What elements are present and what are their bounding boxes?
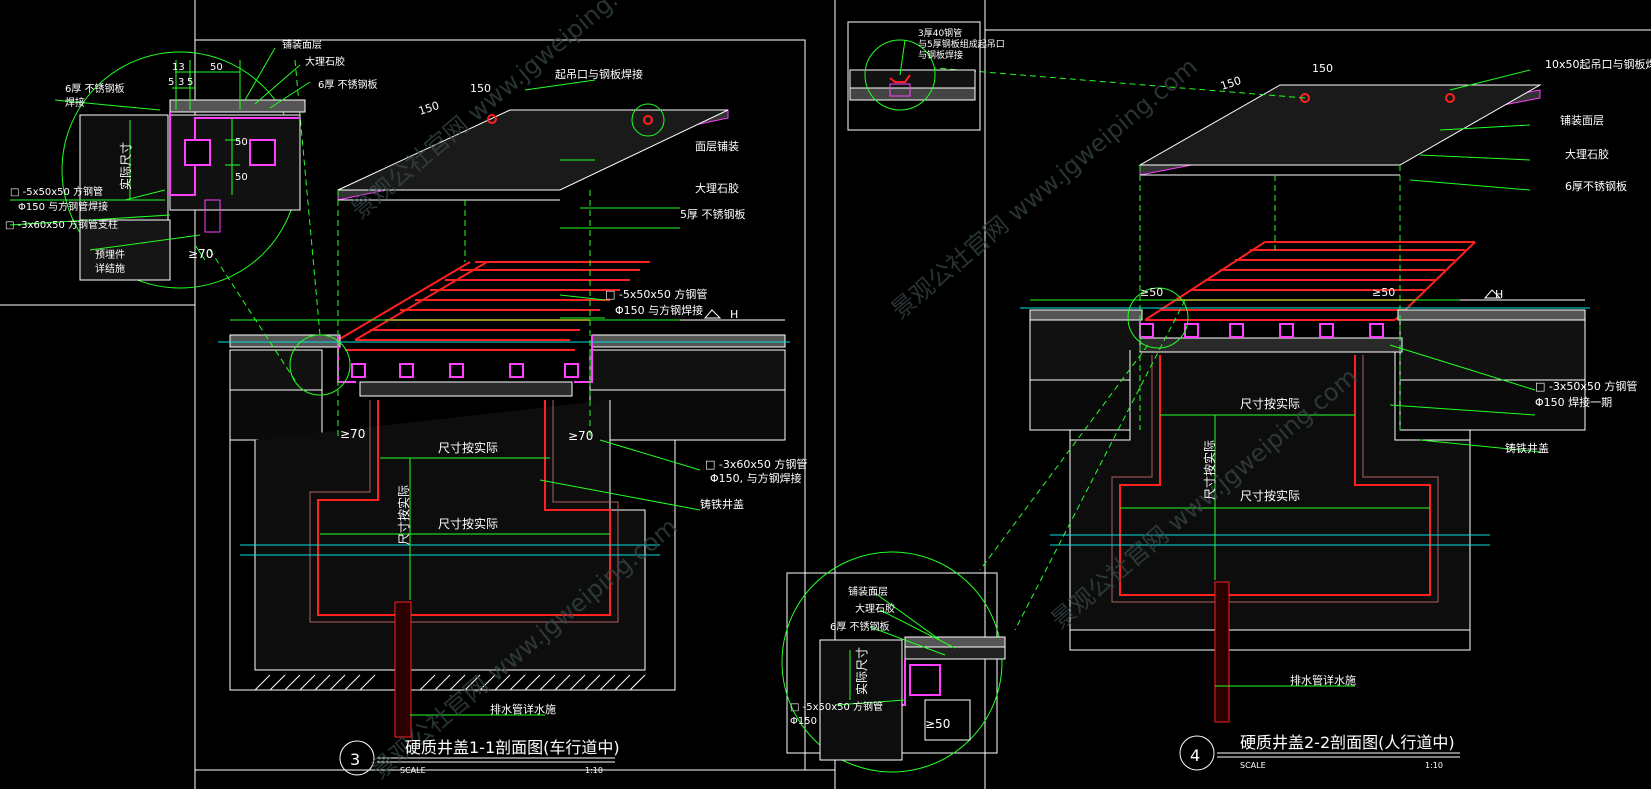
detail-label-weld-left: 焊接 xyxy=(65,96,85,109)
right-section-drawing xyxy=(934,67,1590,723)
dim-50-low: 50 xyxy=(235,172,248,183)
detail-label-tube-weld: Φ150 与方钢管焊接 xyxy=(18,200,108,213)
dim-50-mid: 50 xyxy=(235,137,248,148)
label-level-h: H xyxy=(730,308,738,321)
label-cast-iron: 铸铁井盖 xyxy=(700,497,744,511)
dim-150-r-b: 150 xyxy=(1219,74,1243,93)
left-drawing-text: 150 150 起吊口与钢板焊接 面层铺装 大理石胶 5厚 不锈钢板 □ -5x… xyxy=(340,67,807,775)
drawing-number-4: 4 xyxy=(1190,746,1200,765)
label-r-lift-hole: 10x50起吊口与钢板焊接 xyxy=(1545,57,1651,71)
scale-value-left: 1:10 xyxy=(585,766,603,775)
label-weld: Φ150 与方钢焊接 xyxy=(615,303,703,317)
right-top-detail xyxy=(847,21,981,131)
rb-label-tube-weld: Φ150 xyxy=(790,716,817,727)
right-title-block xyxy=(1179,735,1460,771)
dim-70-a: ≥70 xyxy=(340,427,365,441)
right-top-detail-text: 3厚40钢管 与5厚钢板组成起吊口 与钢板焊接 xyxy=(918,27,1005,61)
dim-70-detail: ≥70 xyxy=(188,247,213,261)
label-steel-plate: 5厚 不锈钢板 xyxy=(680,207,746,221)
label-surface: 面层铺装 xyxy=(695,140,739,153)
drawing-number-3: 3 xyxy=(350,750,360,769)
top-detail-line3: 与钢板焊接 xyxy=(918,49,963,61)
dim-70-b: ≥70 xyxy=(568,429,593,443)
right-drawing-text: 150 150 10x50起吊口与钢板焊接 铺装面层 大理石胶 6厚不锈钢板 H… xyxy=(1140,57,1651,770)
label-r-marble: 大理石胶 xyxy=(1565,147,1609,161)
label-marble-glue: 大理石胶 xyxy=(695,181,739,195)
label-size-2: 尺寸按实际 xyxy=(438,516,498,531)
left-section-drawing xyxy=(209,59,790,738)
drawing-title-left: 硬质井盖1-1剖面图(车行道中) xyxy=(405,738,620,757)
label-r-drain: 排水管详水施 xyxy=(1290,673,1356,687)
label-drain: 排水管详水施 xyxy=(490,702,556,716)
right-bottom-detail-text: 铺装面层 大理石胶 6厚 不锈钢板 实际尺寸 □ -5x50x50 方钢管 Φ1… xyxy=(790,585,950,731)
dim-5b: 5 xyxy=(187,77,193,88)
detail-label-surface: 铺装面层 xyxy=(282,38,322,51)
scale-label-right: SCALE xyxy=(1240,761,1266,770)
label-square-tube-2: □ -3x60x50 方钢管 xyxy=(705,457,807,471)
left-title-block xyxy=(339,740,615,776)
detail-label-marble: 大理石胶 xyxy=(305,55,345,68)
label-r-level-h: H xyxy=(1495,288,1503,301)
label-size-1: 尺寸按实际 xyxy=(438,440,498,455)
dim-3: 3 xyxy=(178,77,184,88)
scale-value-right: 1:10 xyxy=(1425,761,1443,770)
dim-50-r-b: ≥50 xyxy=(1372,286,1395,299)
label-lift-hole: 起吊口与钢板焊接 xyxy=(555,67,643,81)
rb-label-surface: 铺装面层 xyxy=(848,585,888,598)
dim-50-top: 50 xyxy=(210,62,223,73)
dim-150-b: 150 xyxy=(417,99,441,118)
left-detail-text: 13 50 5 3 5 50 50 ≥70 铺装面层 大理石胶 6厚 不锈钢板 … xyxy=(5,38,378,275)
top-detail-line1: 3厚40钢管 xyxy=(918,27,962,39)
detail-label-tube2: □ -3x60x50 方钢管支柱 xyxy=(5,218,118,231)
rb-label-marble: 大理石胶 xyxy=(855,602,895,615)
dim-5a: 5 xyxy=(168,77,174,88)
label-r-weld: Φ150 焊接一期 xyxy=(1535,395,1612,409)
detail-label-steel-left: 6厚 不锈钢板 xyxy=(65,82,125,95)
detail-label-tube: □ -5x50x50 方钢管 xyxy=(10,185,103,198)
label-r-square-tube: □ -3x50x50 方钢管 xyxy=(1535,379,1637,393)
label-square-tube: □ -5x50x50 方钢管 xyxy=(605,287,707,301)
right-bottom-detail xyxy=(781,551,1006,773)
label-r-size-1: 尺寸按实际 xyxy=(1240,396,1300,411)
label-r-size-vertical: 尺寸按实际 xyxy=(1202,440,1217,500)
label-size-vertical: 尺寸按实际 xyxy=(396,485,411,545)
detail-label-embed2: 详结施 xyxy=(95,262,125,275)
rb-label-tube: □ -5x50x50 方钢管 xyxy=(790,700,883,713)
detail-label-embed: 预埋件 xyxy=(95,249,125,261)
dim-13: 13 xyxy=(172,62,185,73)
label-r-cast-iron: 铸铁井盖 xyxy=(1505,441,1549,455)
label-r-steel: 6厚不锈钢板 xyxy=(1565,179,1627,193)
dim-150-a: 150 xyxy=(470,82,491,95)
label-r-size-2: 尺寸按实际 xyxy=(1240,488,1300,503)
drawing-title-right: 硬质井盖2-2剖面图(人行道中) xyxy=(1240,733,1455,752)
rb-label-actual: 实际尺寸 xyxy=(854,647,869,695)
label-weld-2: Φ150, 与方钢焊接 xyxy=(710,471,802,485)
left-detail-circle xyxy=(9,47,311,289)
rb-label-steel: 6厚 不锈钢板 xyxy=(830,620,890,633)
rb-dim-50: ≥50 xyxy=(925,717,950,731)
dim-50-r-a: ≥50 xyxy=(1140,286,1163,299)
detail-label-actual: 实际尺寸 xyxy=(118,142,133,190)
top-detail-line2: 与5厚钢板组成起吊口 xyxy=(918,38,1005,50)
dim-150-r-a: 150 xyxy=(1312,62,1333,75)
label-r-surface: 铺装面层 xyxy=(1560,114,1604,127)
scale-label-left: SCALE xyxy=(400,766,426,775)
detail-label-steel: 6厚 不锈钢板 xyxy=(318,78,378,91)
